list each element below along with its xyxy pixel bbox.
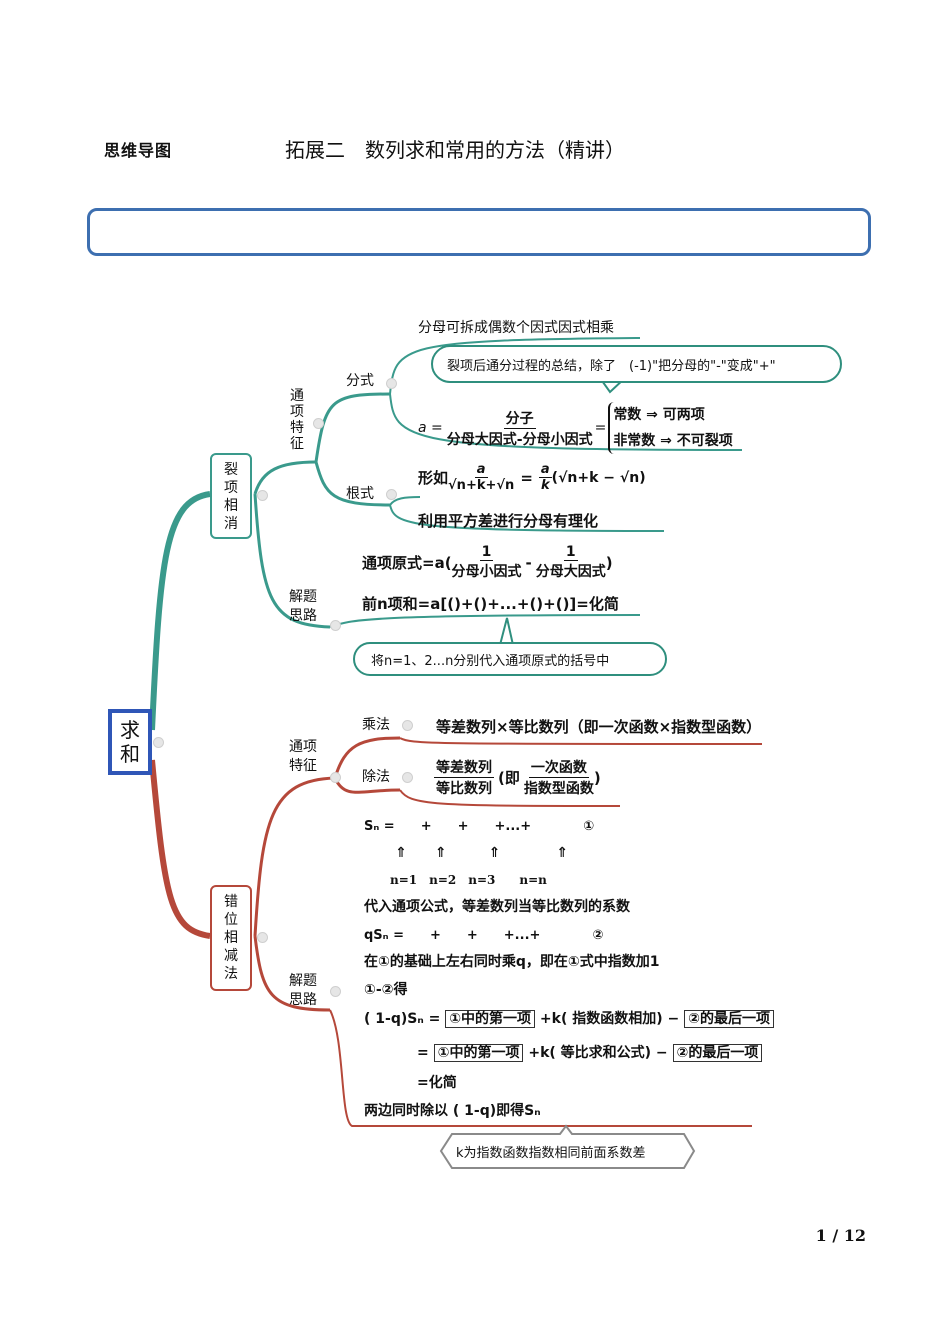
root-node[interactable]: 求 和 xyxy=(108,709,152,775)
chengfa-handle[interactable] xyxy=(402,720,413,731)
genshi-label: 根式 xyxy=(346,486,374,502)
eq2-box2: ②的最后一项 xyxy=(672,1044,763,1062)
jieti-red-handle[interactable] xyxy=(330,986,341,997)
sn-line: Sₙ = + + +...+ ① xyxy=(364,819,595,834)
tongxiang-handle[interactable] xyxy=(313,418,324,429)
root-char-2: 和 xyxy=(120,742,140,766)
tongxiang-label: 通 项 特 征 xyxy=(290,388,304,452)
huajian-line: =化简 xyxy=(417,1075,457,1091)
mindmap-label: 思维导图 xyxy=(104,141,173,160)
last-line: 两边同时除以 ( 1-q)即得Sₙ xyxy=(364,1103,541,1119)
daixu-bubble: 将n=1、2...n分别代入通项原式的括号中 xyxy=(353,642,667,676)
fenshi-label: 分式 xyxy=(346,373,374,389)
lxxx-char: 相 xyxy=(224,498,238,514)
qian-n-xiang-he: 前n项和=a[()+()+...+()+()]=化简 xyxy=(362,595,619,613)
qsn-line: qSₙ = + + +...+ ② xyxy=(364,928,604,943)
page-number: 1 / 12 xyxy=(815,1226,866,1245)
chengfa-label: 乘法 xyxy=(362,717,390,733)
fenshi-line1: 分母可拆成偶数个因式因式相乘 xyxy=(418,320,614,336)
lxxx-node[interactable]: 裂 项 相 消 xyxy=(210,453,252,539)
chufa-label: 除法 xyxy=(362,769,390,785)
eq1-box1: ①中的第一项 xyxy=(445,1010,536,1028)
genshi-line2: 利用平方差进行分母有理化 xyxy=(418,512,599,530)
eq2-line: = ①中的第一项 +k( 等比求和公式) − ②的最后一项 xyxy=(417,1042,763,1062)
fenshi-bubble: 裂项后通分过程的总结，除了 (-1)"把分母的"-"变成"+" xyxy=(431,345,842,383)
jieti-label-red: 解题思路 xyxy=(289,973,317,1008)
case-const: 常数 ⇒ 可两项 xyxy=(613,407,705,423)
title-banner xyxy=(87,208,871,256)
tongxiang-label-red: 通项特征 xyxy=(289,739,317,774)
fenshi-handle[interactable] xyxy=(386,378,397,389)
lxxx-char: 项 xyxy=(224,480,238,496)
jichu-line: 在①的基础上左右同时乘q，即在①式中指数加1 xyxy=(364,954,660,970)
genshi-formula: 形如 a √n+k+√n = a k (√n+k − √n) xyxy=(418,462,646,493)
root-handle[interactable] xyxy=(153,737,164,748)
chengfa-text: 等差数列×等比数列（即一次函数×指数型函数） xyxy=(436,718,762,736)
page-title: 拓展二 数列求和常用的方法（精讲） xyxy=(285,138,625,162)
fenshi-equation: a = 分子 分母大因式-分母小因式 = 常数 ⇒ 可两项 非常数 ⇒ 不可裂项 xyxy=(418,402,733,454)
case-nonconst: 非常数 ⇒ 不可裂项 xyxy=(613,433,733,449)
eq1-line: ( 1-q)Sₙ = ①中的第一项 +k( 指数函数相加) − ②的最后一项 xyxy=(364,1008,774,1028)
chufa-formula: 等差数列 等比数列 (即 一次函数 指数型函数 ) xyxy=(434,757,601,798)
eq1-box2: ②的最后一项 xyxy=(684,1010,774,1028)
n-values-line: n=1 n=2 n=3 n=n xyxy=(390,873,547,887)
eq2-box1: ①中的第一项 xyxy=(433,1044,524,1062)
chufa-handle[interactable] xyxy=(402,772,413,783)
k-bubble-text: k为指数函数指数相同前面系数差 xyxy=(456,1146,646,1161)
genshi-handle[interactable] xyxy=(386,489,397,500)
daoru-line: 代入通项公式，等差数列当等比数列的系数 xyxy=(364,899,630,915)
tongxiang-red-handle[interactable] xyxy=(330,772,341,783)
lxxx-char: 消 xyxy=(224,516,238,532)
cwxj-handle[interactable] xyxy=(257,932,268,943)
jieti-teal-handle[interactable] xyxy=(330,620,341,631)
tongxiang-yuanshi: 通项原式=a( 1 分母小因式 - 1 分母大因式 ) xyxy=(362,544,613,580)
cwxj-node[interactable]: 错 位 相 减 法 xyxy=(210,885,252,991)
arrows-line: ⇑ ⇑ ⇑ ⇑ xyxy=(395,845,568,861)
lxxx-handle[interactable] xyxy=(257,490,268,501)
root-char-1: 求 xyxy=(120,718,140,742)
lxxx-char: 裂 xyxy=(224,462,238,478)
jieti-label-teal: 解题思路 xyxy=(289,589,317,624)
jian-line: ①-②得 xyxy=(364,982,408,998)
